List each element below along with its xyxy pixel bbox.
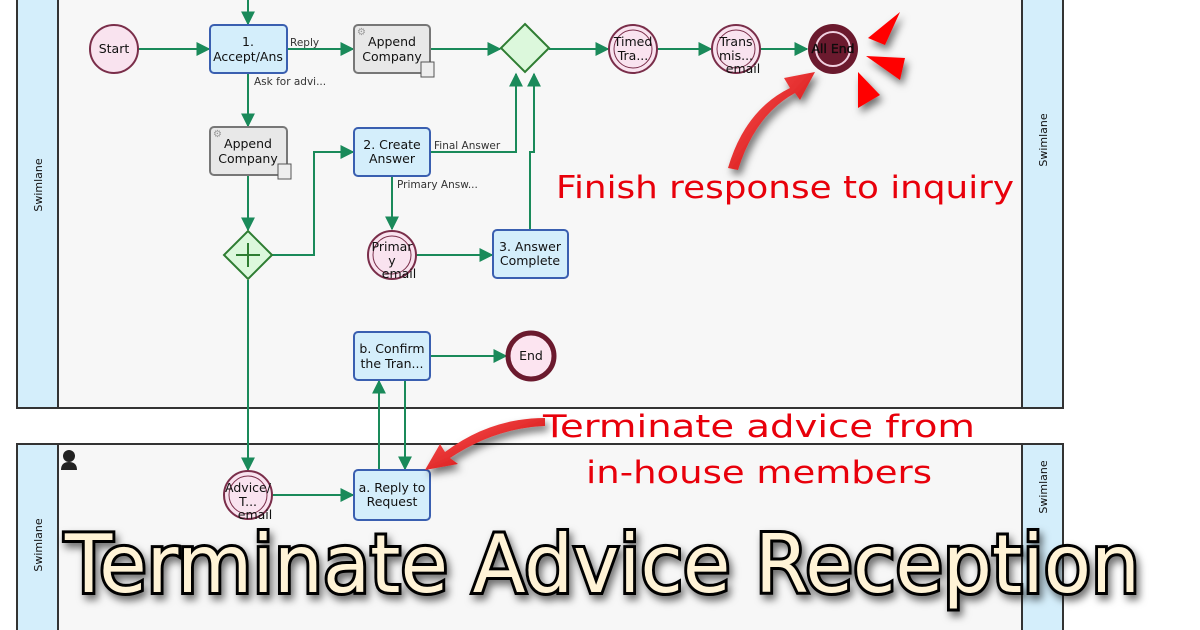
svg-text:mis...: mis...	[719, 48, 753, 63]
svg-text:Accept/Ans: Accept/Ans	[213, 49, 283, 64]
task-reply-to-request[interactable]: a. Reply to Request	[353, 469, 431, 521]
service-task-append-company-2[interactable]: ⚙ Append Company	[209, 126, 292, 180]
edges: Reply Ask for advi... Final Answer Prima…	[138, 0, 809, 502]
svg-text:b. Confirm: b. Confirm	[359, 341, 424, 356]
svg-text:a. Reply to: a. Reply to	[359, 480, 426, 495]
send-email-event[interactable]: Trans mis... email	[711, 24, 761, 76]
svg-text:2. Create: 2. Create	[363, 137, 421, 152]
svg-text:email: email	[726, 61, 760, 76]
annotation-arrows	[425, 12, 905, 470]
edge	[272, 145, 355, 256]
svg-text:email: email	[238, 507, 272, 522]
task-accept-answer[interactable]: 1. Accept/Ans	[209, 24, 288, 74]
svg-text:Request: Request	[367, 494, 418, 509]
edge-label: Primary Answ...	[397, 179, 478, 191]
annotation-finish: Finish response to inquiry	[556, 170, 1014, 206]
svg-text:Trans: Trans	[718, 34, 752, 49]
gear-icon: ⚙	[213, 129, 222, 140]
svg-text:Start: Start	[99, 41, 130, 56]
svg-text:Tra...: Tra...	[617, 48, 649, 63]
svg-text:Complete: Complete	[500, 253, 561, 268]
service-task-append-company[interactable]: ⚙ Append Company	[353, 24, 435, 78]
emphasis-spike-icon	[866, 56, 905, 80]
emphasis-spike-icon	[858, 72, 880, 108]
swimlane-header-left[interactable]	[16, 443, 59, 630]
edge-label: Final Answer	[434, 140, 501, 152]
svg-text:Company: Company	[218, 151, 278, 166]
annotation-terminate-line2: in-house members	[586, 455, 932, 491]
svg-text:All End: All End	[811, 41, 854, 56]
svg-text:Primar: Primar	[372, 239, 414, 254]
calculator-icon	[420, 61, 435, 78]
swimlane-label: Swimlane	[32, 158, 45, 212]
svg-text:3. Answer: 3. Answer	[499, 239, 562, 254]
parallel-gateway[interactable]	[222, 229, 274, 281]
svg-text:email: email	[382, 266, 416, 281]
end-event-all-end[interactable]: All End	[808, 24, 858, 74]
exclusive-gateway[interactable]	[499, 22, 551, 74]
annotation-terminate-line1: Terminate advice from	[542, 409, 975, 445]
start-event[interactable]: Start	[89, 24, 139, 74]
task-confirm[interactable]: b. Confirm the Tran...	[353, 331, 431, 381]
red-arrow-icon	[425, 418, 545, 470]
user-icon	[61, 450, 77, 470]
svg-text:the Tran...: the Tran...	[361, 356, 424, 371]
edge-label: Ask for advi...	[254, 76, 326, 88]
swimlane-label: Swimlane	[32, 518, 45, 572]
timer-event[interactable]: Timed Tra...	[608, 24, 658, 74]
advice-email-event[interactable]: Advice/ T... email	[223, 470, 273, 522]
svg-text:T...: T...	[238, 494, 257, 509]
svg-text:Advice/: Advice/	[225, 480, 272, 495]
edge	[527, 72, 541, 229]
gear-icon: ⚙	[357, 27, 366, 38]
swimlane-header-right[interactable]	[1021, 0, 1064, 409]
primary-email-event[interactable]: Primar y email	[367, 230, 417, 281]
red-arrow-icon	[728, 72, 815, 170]
swimlane-label: Swimlane	[1037, 113, 1050, 167]
bottom-pool: Swimlane Swimlane	[16, 443, 1064, 630]
page-title: Terminate Advice Reception	[64, 518, 1140, 611]
edge-label: Reply	[290, 37, 319, 49]
svg-text:Company: Company	[362, 49, 422, 64]
swimlane-header-right[interactable]	[1021, 443, 1064, 630]
svg-text:Append: Append	[368, 34, 416, 49]
svg-text:y: y	[388, 253, 396, 268]
svg-text:1.: 1.	[242, 34, 254, 49]
svg-text:Append: Append	[224, 136, 272, 151]
svg-text:End: End	[519, 348, 543, 363]
calculator-icon	[277, 163, 292, 180]
edge	[430, 72, 523, 153]
swimlane-label: Swimlane	[1037, 460, 1050, 514]
svg-text:Timed: Timed	[613, 34, 653, 49]
task-create-answer[interactable]: 2. Create Answer	[353, 127, 431, 177]
task-answer-complete[interactable]: 3. Answer Complete	[492, 229, 569, 279]
emphasis-spike-icon	[868, 12, 900, 45]
swimlane-header-left[interactable]	[16, 0, 59, 409]
end-event[interactable]: End	[505, 330, 557, 382]
svg-text:Answer: Answer	[369, 151, 416, 166]
